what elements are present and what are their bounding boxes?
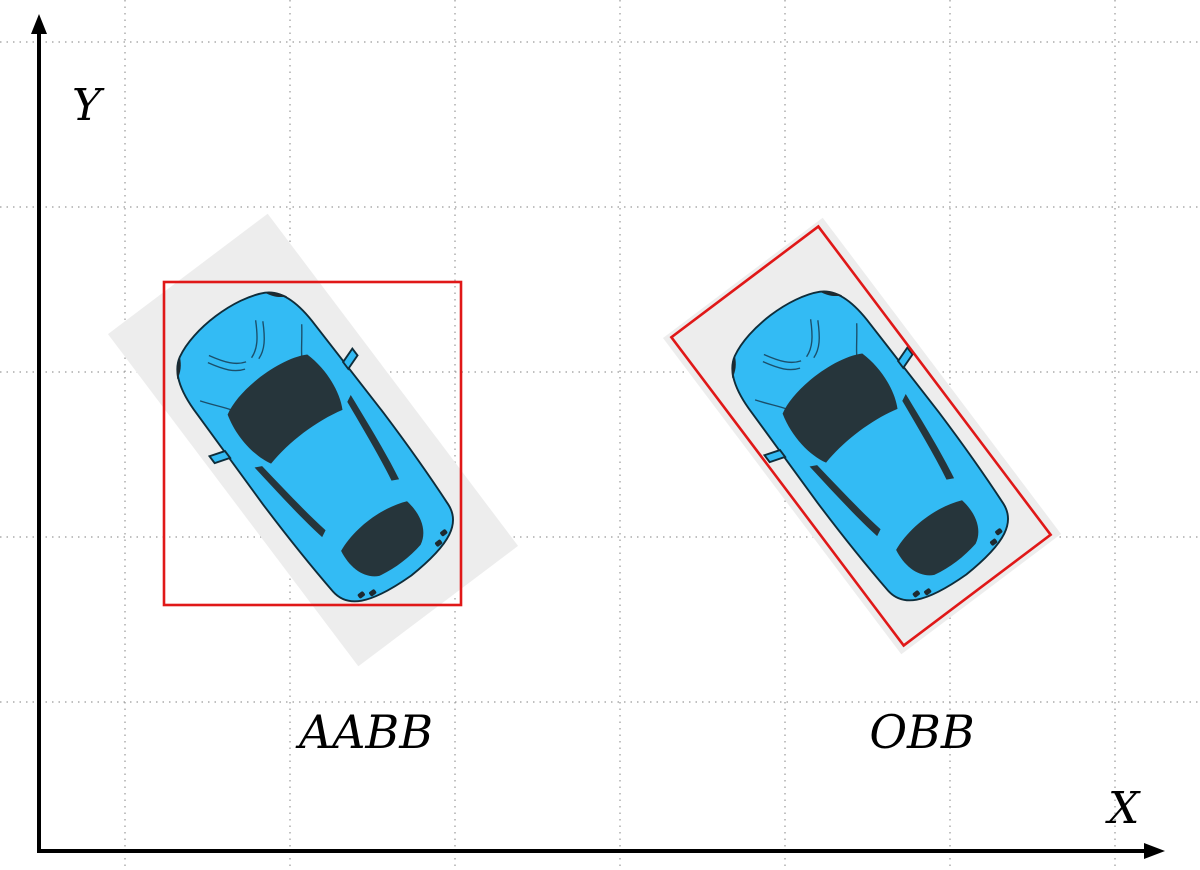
obb-example: OBB — [662, 217, 1062, 759]
y-axis-arrowhead — [31, 14, 47, 34]
axes: Y X — [31, 14, 1165, 859]
obb-caption: OBB — [869, 705, 974, 759]
aabb-example: AABB — [107, 213, 519, 759]
x-axis-arrowhead — [1144, 843, 1165, 859]
y-axis-label: Y — [72, 80, 105, 131]
aabb-bounding-box — [162, 280, 463, 607]
aabb-caption: AABB — [295, 705, 433, 759]
x-axis-label: X — [1105, 783, 1141, 834]
obb-bounding-box — [669, 224, 1053, 648]
